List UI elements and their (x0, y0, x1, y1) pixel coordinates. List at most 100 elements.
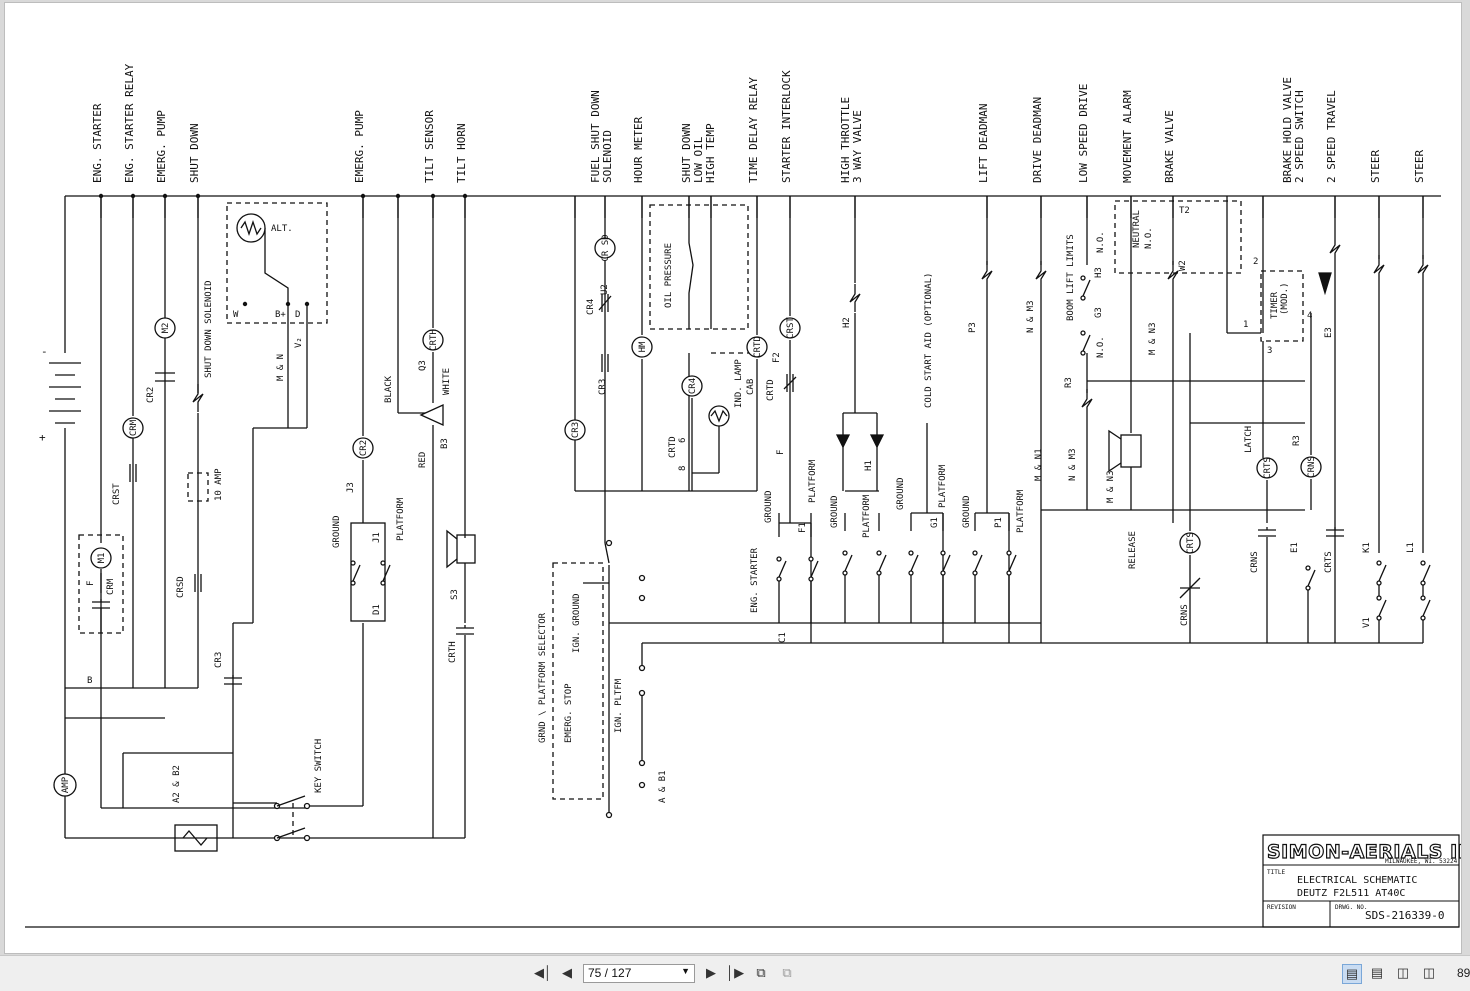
coil-label: M1 (97, 553, 107, 564)
component-label: PLATFORM (938, 464, 948, 508)
component-label: P3 (968, 322, 978, 333)
component-label: 2 (1253, 257, 1258, 267)
switch-terminal (1376, 560, 1382, 566)
junction-dot (130, 193, 136, 199)
next-page-icon[interactable]: ▶ (706, 965, 716, 980)
chevron-down-icon: ▼ (681, 966, 690, 976)
tilt-horn-body (456, 534, 476, 564)
switch-terminal (1080, 350, 1086, 356)
component-label: G1 (930, 517, 940, 528)
branch-label-brake-valve: BRAKE VALVE (1163, 110, 1176, 183)
coil (90, 547, 112, 569)
alarm-body (1120, 434, 1142, 468)
title-label: TITLE (1267, 869, 1285, 876)
component-label: U2 (600, 284, 610, 295)
branch-label-hour-meter: HOUR METER (632, 116, 645, 183)
wire (1108, 429, 1122, 473)
component-label: CRNS (1180, 604, 1190, 626)
timer-module (1260, 270, 1304, 342)
component-label: D (295, 310, 300, 320)
branch-label-steer-2: STEER (1413, 150, 1426, 183)
component-label: CRSD (176, 576, 186, 598)
single-page-icon[interactable]: ▤ (1342, 964, 1362, 984)
junction-dot (360, 193, 366, 199)
oil-pressure-box (649, 204, 749, 330)
junction-dot (395, 193, 401, 199)
drawing-number-label: DRWG. NO. (1335, 904, 1368, 911)
component-label: B+ (275, 310, 286, 320)
component-label: WHITE (442, 368, 452, 395)
wire (1378, 564, 1387, 582)
component-label: A2 & B2 (172, 765, 182, 803)
component-label: CRTD (766, 379, 776, 401)
component-label: PLATFORM (1016, 489, 1026, 533)
continuous-page-icon[interactable]: ▤ (1370, 965, 1384, 980)
wire (688, 196, 694, 329)
branch-label-high-throttle: 3 WAY VALVE (851, 110, 864, 183)
coil-label: CR2 (359, 440, 369, 456)
component-label: 8 (678, 466, 688, 471)
zoom-level: 89 (1457, 966, 1470, 980)
copy-page-icon[interactable]: ⧉ (756, 965, 766, 980)
component-label: GROUND (896, 477, 906, 510)
switch-terminal (908, 550, 914, 556)
revision-label: REVISION (1267, 904, 1296, 911)
branch-label-low-speed-drive: LOW SPEED DRIVE (1077, 84, 1090, 183)
last-page-icon[interactable]: │▶ (725, 965, 745, 980)
branch-label-starter-interlock: STARTER INTERLOCK (780, 70, 793, 183)
component-label: OIL PRESSURE (664, 243, 674, 308)
junction-dot (285, 301, 291, 307)
key-switch-label: KEY SWITCH (314, 739, 324, 793)
branch-label-lift-deadman: LIFT DEADMAN (977, 104, 990, 183)
wire (974, 554, 983, 572)
continuous-facing-icon[interactable]: ◫ (1422, 965, 1436, 980)
wire (182, 830, 208, 846)
coil-label: AMP (61, 776, 71, 793)
switch-terminal (380, 580, 386, 586)
coil-label: CRST (786, 317, 796, 339)
company-address: MILWAUKEE, WI. 53224 (1385, 858, 1458, 865)
wire (276, 827, 306, 839)
switch-terminal (1376, 580, 1382, 586)
previous-page-icon[interactable]: ◀ (562, 965, 572, 980)
component-label: G3 (1094, 307, 1104, 318)
component-label: IGN. GROUND (572, 593, 582, 653)
component-label: RELEASE (1128, 531, 1138, 569)
component-label: CR3 (214, 652, 224, 668)
component-label: T2 (1179, 206, 1190, 216)
diode-icon (1318, 272, 1332, 296)
wire (264, 228, 289, 304)
switch-terminal (1376, 615, 1382, 621)
branch-label-movement-alarm: MOVEMENT ALARM (1121, 90, 1134, 183)
page-number-select[interactable]: 75 / 127 ▼ (583, 964, 695, 983)
neutral-switch-box (1114, 200, 1242, 274)
component-label: NEUTRAL (1132, 210, 1142, 248)
selector-terminal (638, 781, 646, 789)
component-label: PLATFORM (396, 497, 406, 541)
wire (1373, 255, 1385, 283)
first-page-icon[interactable]: ◀│ (533, 965, 553, 980)
component-label: TIMER (1270, 291, 1280, 319)
company-name: SIMON-AERIALS INC. (1267, 841, 1461, 863)
coil (564, 419, 586, 441)
facing-pages-icon[interactable]: ◫ (1396, 965, 1410, 980)
diode-icon (835, 434, 851, 449)
switch-terminal (1420, 580, 1426, 586)
coil-label: CRNS (1307, 456, 1317, 478)
component-label: 3 (1267, 346, 1272, 356)
fuse-10amp (187, 472, 209, 502)
component-label: C1 (778, 632, 788, 643)
component-label: LATCH (1244, 426, 1254, 453)
page-number-value: 75 / 127 (588, 966, 632, 980)
paste-page-icon[interactable]: ⧉ (782, 965, 792, 980)
branch-label-eng-starter: ENG. STARTER (91, 103, 104, 183)
junction-dot (195, 193, 201, 199)
coil (631, 336, 653, 358)
wire (844, 554, 853, 572)
component-label: Q3 (418, 360, 428, 371)
component-label: PLATFORM (808, 459, 818, 503)
component-label: IND. LAMP (734, 359, 744, 408)
component-label: V₂ (294, 337, 304, 348)
